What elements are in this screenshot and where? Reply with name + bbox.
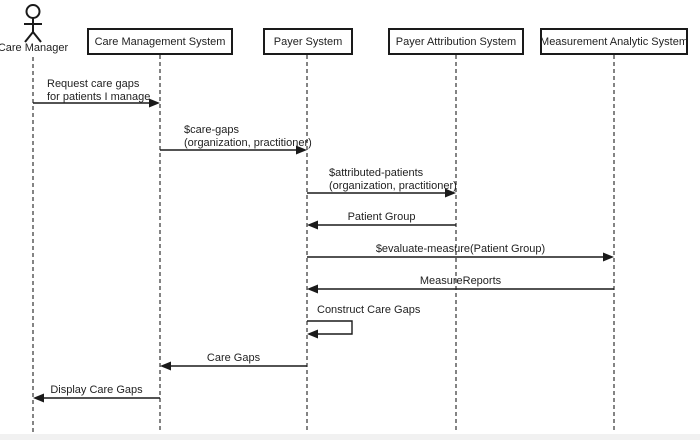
participant-label: Payer Attribution System <box>395 35 517 48</box>
participant-box-payer-system: Payer System <box>263 28 353 55</box>
message-5-arrow <box>307 252 614 262</box>
participant-box-payer-attribution-system: Payer Attribution System <box>388 28 524 55</box>
message-3-arrow <box>307 188 456 198</box>
message-6-label: MeasureReports <box>419 275 502 287</box>
actor-figure-icon <box>24 4 42 43</box>
message-2-arrow <box>160 145 307 155</box>
message-5-label: $evaluate-measure(Patient Group) <box>375 243 546 255</box>
message-8-label: Care Gaps <box>206 352 261 364</box>
message-3-label: $attributed-patients (organization, prac… <box>329 167 457 192</box>
message-7-self-arrow <box>307 320 353 339</box>
message-2-label: $care-gaps (organization, practitioner) <box>184 124 312 149</box>
participant-box-care-management-system: Care Management System <box>87 28 233 55</box>
message-4-arrow <box>307 220 456 230</box>
participant-box-measurement-analytic-system: Measurement Analytic System <box>540 28 688 55</box>
message-4-label: Patient Group <box>347 211 416 223</box>
message-9-label: Display Care Gaps <box>50 384 143 396</box>
message-6-arrow <box>307 284 614 294</box>
participant-label: Measurement Analytic System <box>540 35 688 48</box>
message-1-arrow <box>33 98 160 108</box>
bottom-bar <box>0 434 700 440</box>
participant-label: Payer System <box>273 35 343 48</box>
actor-label: Care Manager <box>0 42 69 54</box>
message-1-label: Request care gaps for patients I manage <box>47 78 151 103</box>
message-7-label: Construct Care Gaps <box>317 304 421 316</box>
participant-label: Care Management System <box>94 35 226 48</box>
message-9-arrow <box>33 393 160 403</box>
message-8-arrow <box>160 361 307 371</box>
